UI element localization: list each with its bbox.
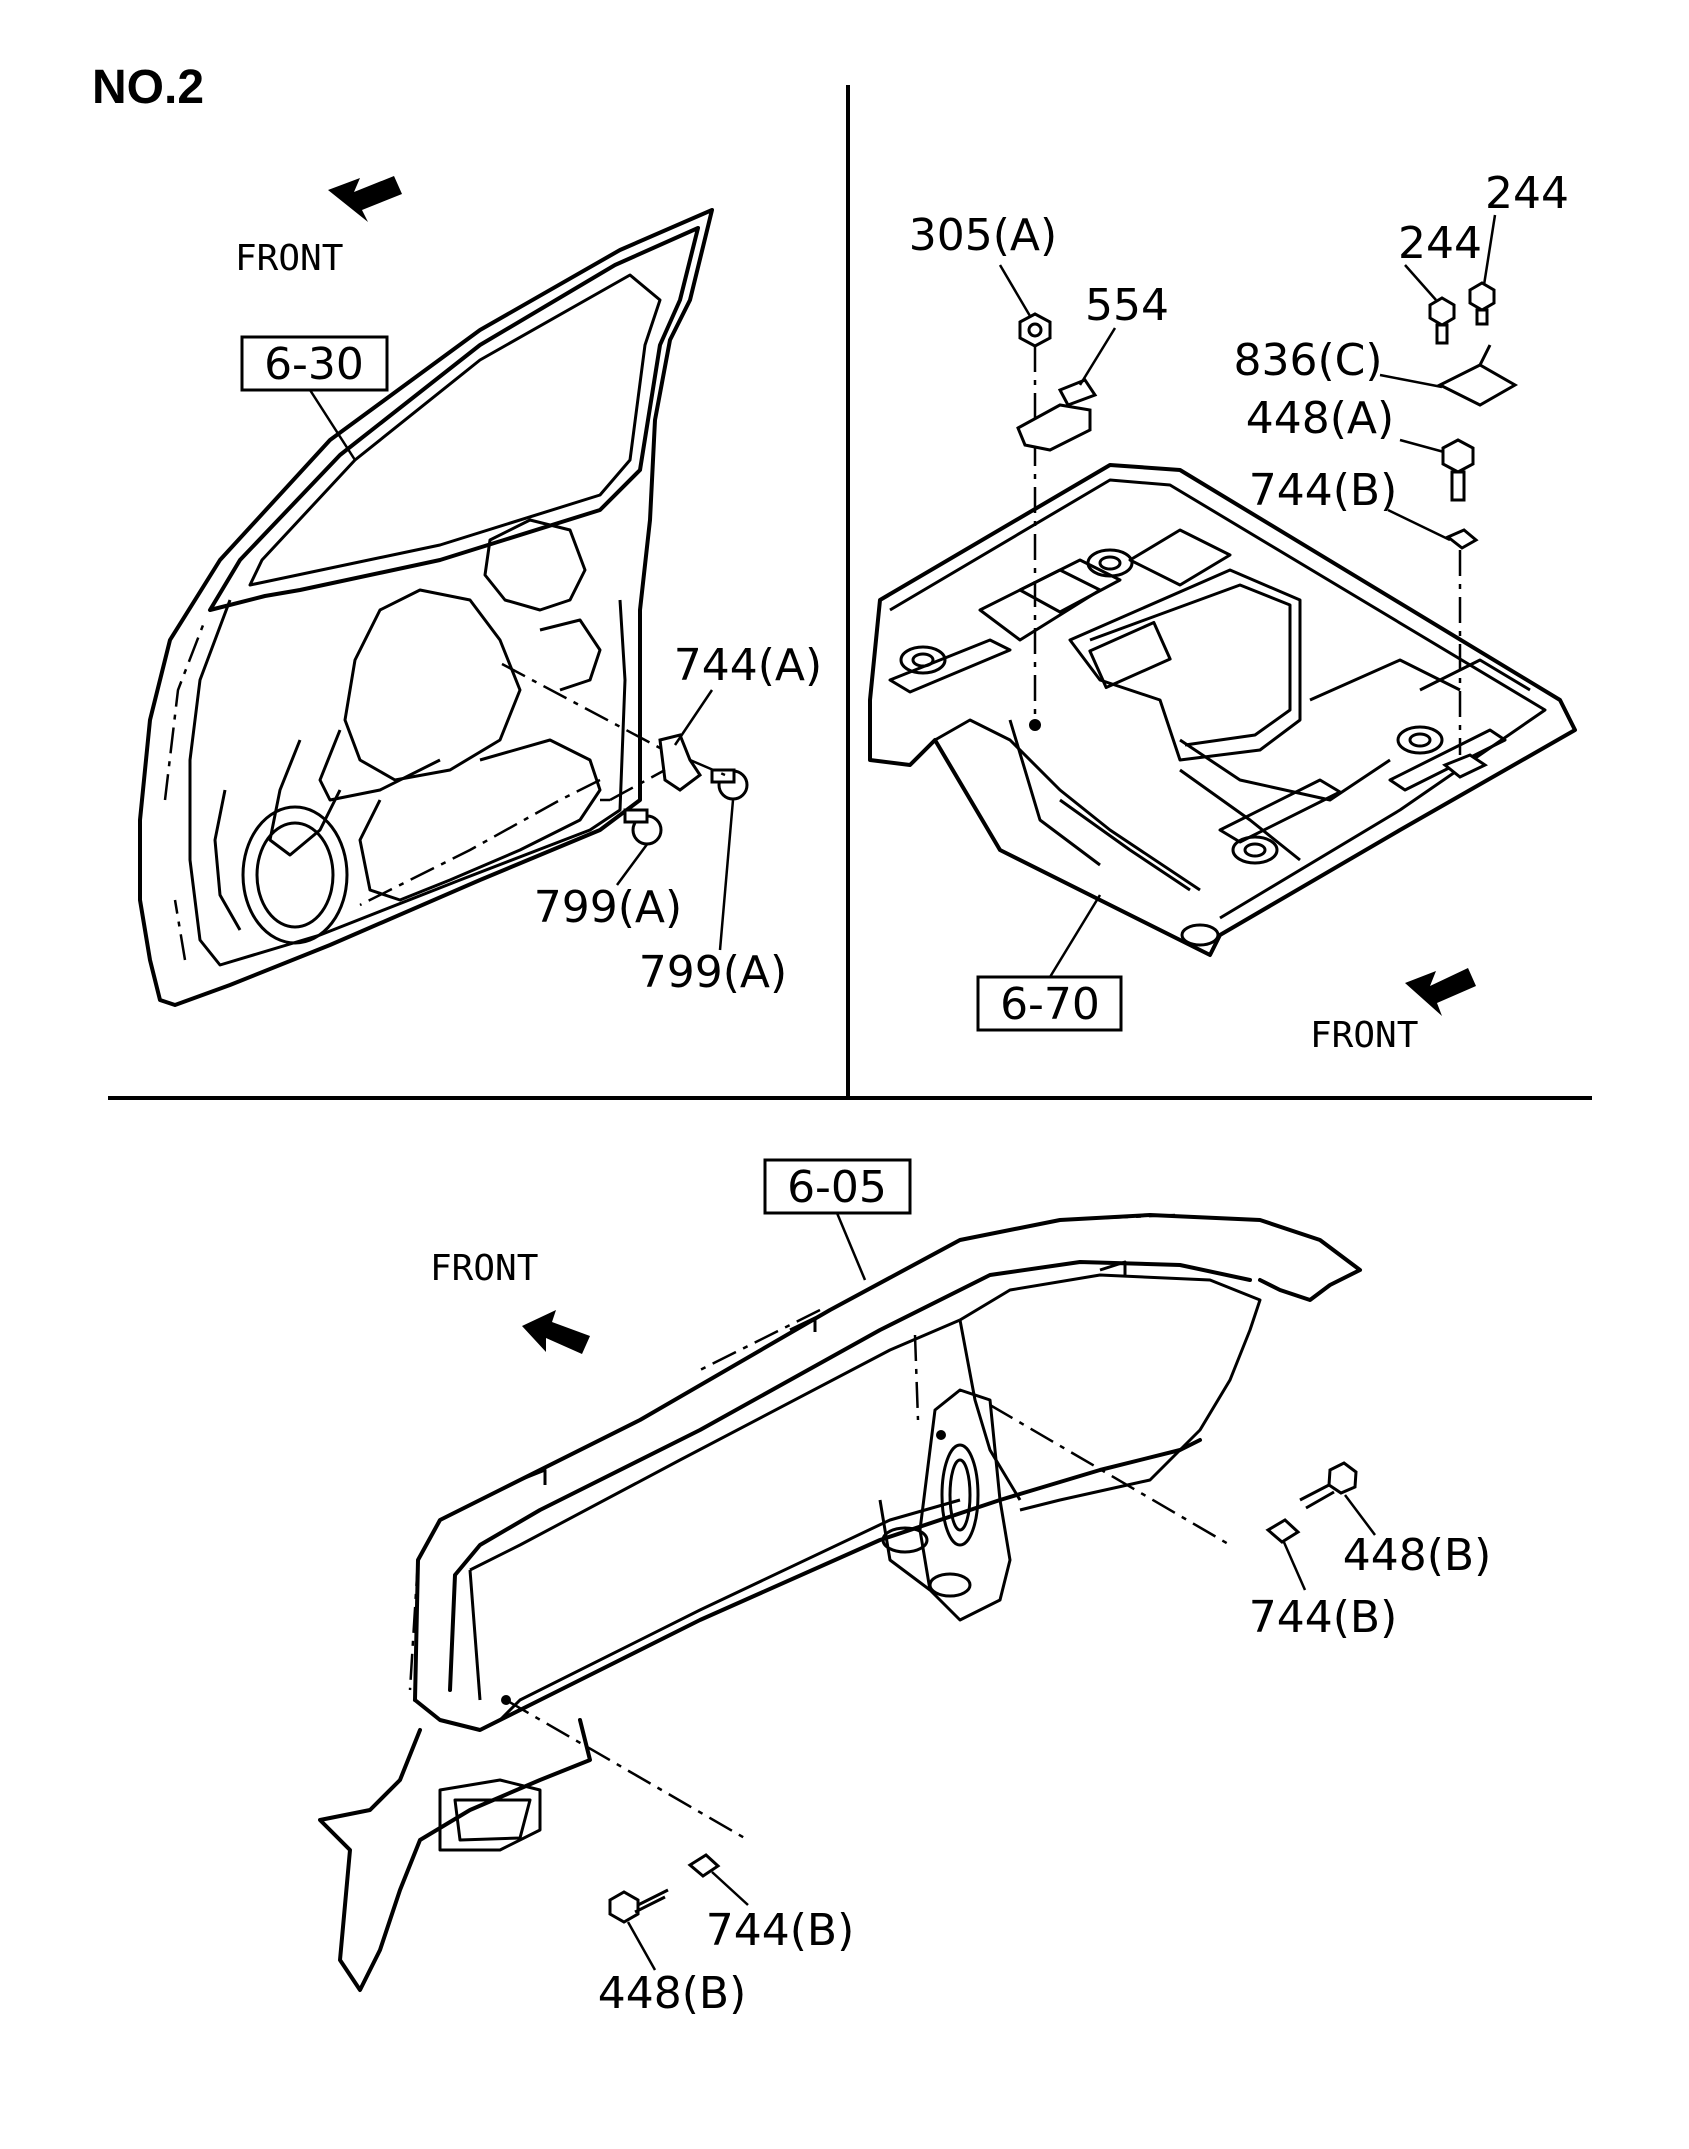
leader-nut [998, 264, 1032, 317]
part-label-bracket: 554 [1085, 280, 1169, 331]
leader-rear-bolt [1344, 1494, 1376, 1536]
floor-stud-icon [1442, 753, 1489, 779]
nut-icon [1018, 312, 1052, 348]
front-label: FRONT [235, 238, 343, 279]
part-label-front-bolt: 448(B) [598, 1968, 747, 2019]
ref-label: 6-05 [787, 1162, 887, 1213]
front-arrow-icon [522, 1310, 590, 1354]
rear-assembly-line [989, 1403, 1231, 1547]
leader-bracket [1078, 327, 1117, 386]
front-clip-icon [687, 1853, 721, 1878]
front-bolt-icon [608, 1888, 669, 1924]
leader-clip [673, 689, 714, 746]
door-assembly-lines [501, 662, 726, 802]
part-label-bolt: 448(A) [1246, 393, 1394, 444]
part-label-clip: 744(B) [1249, 465, 1398, 516]
page-title: NO.2 [92, 61, 204, 114]
door-bolt-icon [623, 808, 663, 846]
front-arrow-icon [1405, 968, 1476, 1016]
leader-bolt-1 [615, 842, 650, 886]
door-outline [138, 208, 714, 1007]
leader-front-bolt [626, 1921, 657, 1971]
body-side-outline [318, 1213, 1362, 1992]
ref-leader [1048, 894, 1102, 978]
bolt-icon [1428, 296, 1456, 345]
door-panel-section: FRONT 6-30 [138, 176, 822, 1007]
bracket-icon [1016, 378, 1098, 452]
plate-icon [1436, 344, 1519, 407]
rear-bolt-icon [1299, 1461, 1358, 1510]
part-label-bolt-1: 799(A) [534, 882, 682, 933]
part-label-rear-clip: 744(B) [1249, 1592, 1398, 1643]
bolt-icon-2 [1468, 281, 1496, 326]
leader-front-clip [711, 1871, 749, 1906]
front-label: FRONT [430, 1248, 538, 1289]
floor-outline [868, 463, 1577, 957]
part-label-bolt-2: 799(A) [639, 947, 787, 998]
part-label-bolt-a: 244 [1398, 218, 1482, 269]
ref-box-6-70 [976, 975, 1123, 1032]
ref-leader [308, 389, 357, 461]
front-arrow-icon [328, 176, 402, 222]
leader-rear-clip [1281, 1539, 1307, 1591]
leader-bolt [1399, 438, 1445, 454]
part-label-front-clip: 744(B) [706, 1905, 855, 1956]
leader-bolt-b [1482, 214, 1497, 286]
part-label-clip: 744(A) [674, 640, 822, 691]
part-label-bolt-b: 244 [1485, 168, 1569, 219]
door-bolt-icon-2 [710, 768, 749, 801]
ref-leader [835, 1212, 867, 1281]
ref-box-6-30 [240, 335, 389, 392]
door-clip [658, 733, 703, 792]
bolt-icon-3 [1441, 438, 1475, 502]
rear-clip-icon [1265, 1518, 1301, 1544]
front-assembly-line [505, 1698, 749, 1842]
leader-bolt-2 [718, 799, 735, 951]
part-label-rear-bolt: 448(B) [1343, 1530, 1492, 1581]
nut-point [1029, 719, 1041, 731]
leader-bolt-a [1404, 264, 1437, 301]
leader-plate [1379, 373, 1443, 389]
ref-label: 6-70 [1000, 979, 1100, 1030]
ref-label: 6-30 [264, 339, 364, 390]
body-side-section: FRONT 6-05 [318, 1158, 1492, 2019]
leader-clip [1387, 508, 1451, 542]
clip-icon [1445, 528, 1479, 550]
front-label: FRONT [1310, 1015, 1418, 1056]
part-label-nut: 305(A) [909, 210, 1057, 261]
floor-panel-section: FRONT 6-70 305(A) 554 244 [868, 168, 1577, 1056]
part-label-plate: 836(C) [1233, 335, 1382, 386]
